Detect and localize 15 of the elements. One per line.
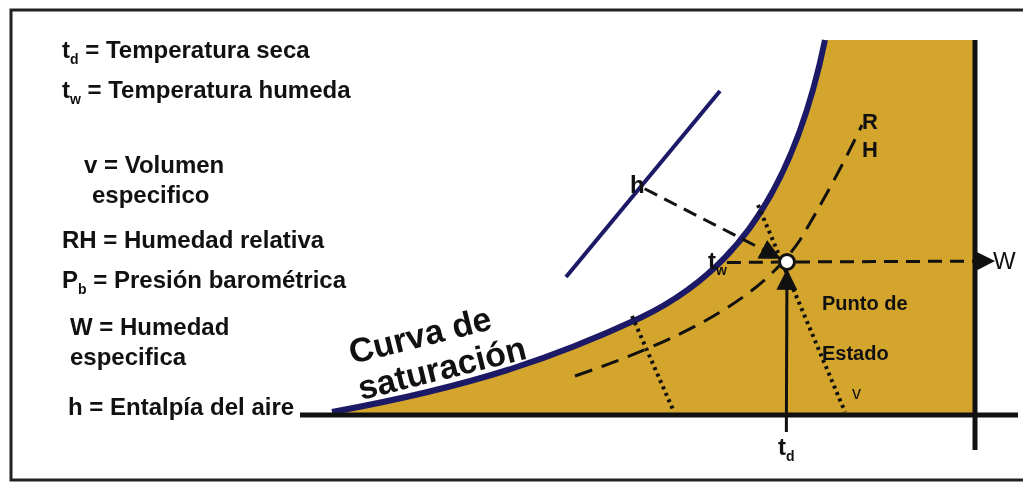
- legend-entry: W = Humedad especifica: [70, 312, 231, 372]
- arrow: [796, 250, 996, 272]
- legend-entry: v = Volumen especifico: [84, 150, 226, 210]
- legend-entry: h = Entalpía del aire: [68, 392, 296, 422]
- connector-line: [726, 260, 778, 265]
- point-label: t$_{d}$: [778, 432, 795, 466]
- legend-entry: t$_{w}$ = Temperatura humeda: [62, 75, 352, 109]
- curve-label: R H: [862, 108, 879, 163]
- legend-entry: P$_{b}$ = Presión barométrica: [62, 265, 348, 299]
- point-label: W: [993, 246, 1016, 276]
- legend-entry: RH = Humedad relativa: [62, 225, 326, 255]
- line-label: v: [852, 382, 862, 405]
- arrow: [644, 187, 781, 260]
- legend-entry: t$_{d}$ = Temperatura seca: [62, 35, 311, 69]
- state-point-caption: Punto de Estado: [822, 291, 909, 366]
